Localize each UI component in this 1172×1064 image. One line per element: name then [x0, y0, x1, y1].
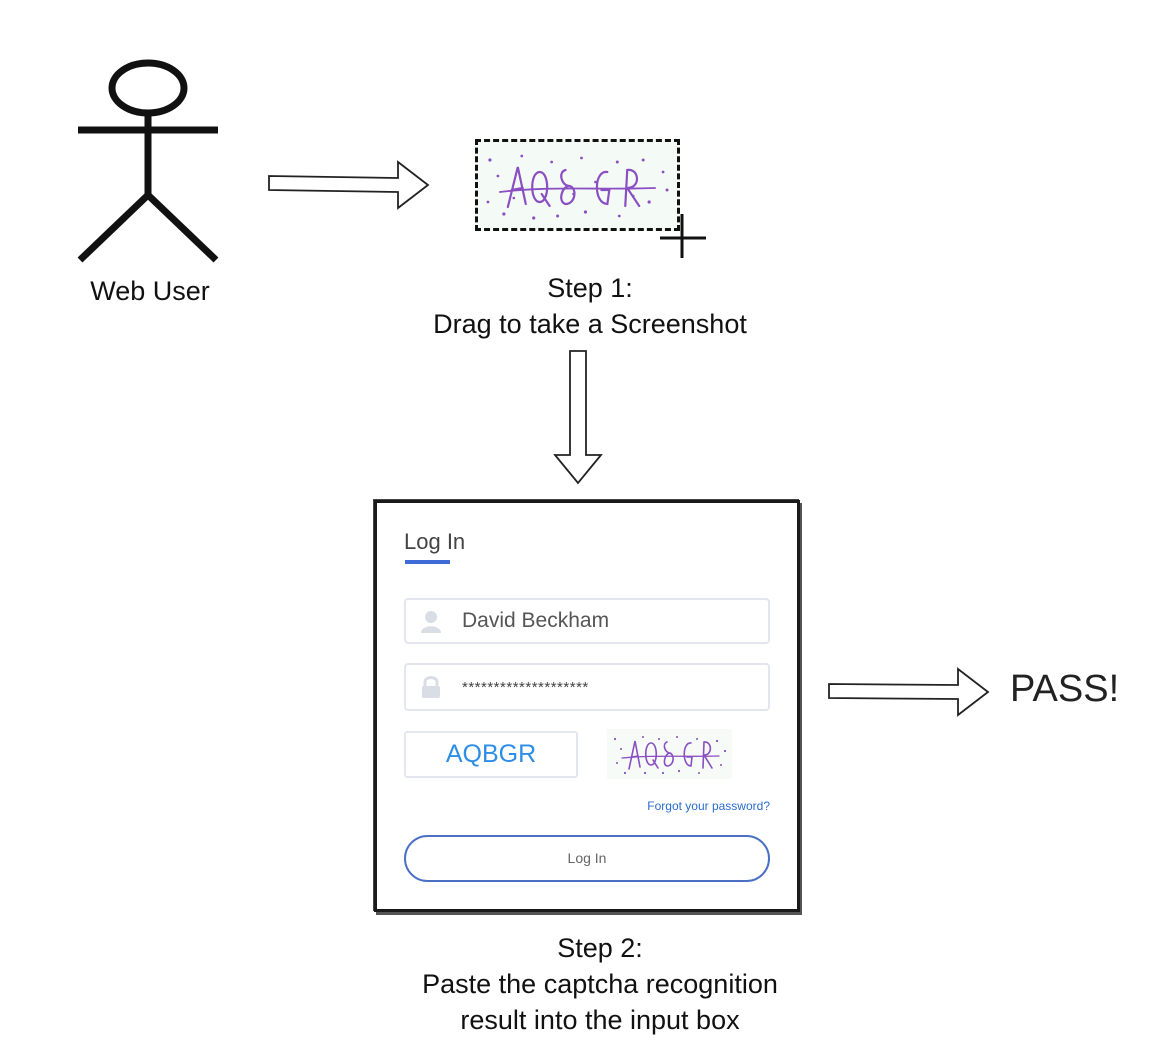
- username-input[interactable]: David Beckham: [404, 598, 770, 644]
- crosshair-cursor-icon: [660, 214, 706, 258]
- password-value: ********************: [462, 679, 589, 696]
- arrow-right-icon: [828, 667, 990, 717]
- password-input[interactable]: ********************: [404, 663, 770, 711]
- captcha-image[interactable]: [607, 729, 732, 779]
- step2-line1: Paste the captcha recognition: [422, 969, 778, 999]
- username-value: David Beckham: [462, 609, 610, 632]
- captcha-input[interactable]: AQBGR: [404, 731, 578, 778]
- step2-caption: Step 2: Paste the captcha recognition re…: [350, 930, 850, 1038]
- lock-icon: [422, 676, 440, 698]
- actor-label: Web User: [90, 276, 210, 306]
- user-icon: [421, 611, 441, 633]
- captcha-screenshot-image: [486, 154, 669, 220]
- screenshot-selection-area[interactable]: [475, 139, 680, 231]
- pass-result-label: PASS!: [1010, 668, 1120, 710]
- captcha-image-graphic: [613, 736, 727, 775]
- login-form-title[interactable]: Log In: [404, 529, 466, 554]
- step2-title: Step 2:: [557, 933, 643, 963]
- login-button[interactable]: Log In: [404, 835, 770, 882]
- step1-caption: Step 1: Drag to take a Screenshot: [380, 270, 800, 342]
- step2-line2: result into the input box: [460, 1005, 740, 1035]
- web-user-actor-icon: [77, 59, 219, 263]
- step1-description: Drag to take a Screenshot: [433, 309, 747, 339]
- arrow-down-icon: [553, 350, 603, 485]
- forgot-password-link[interactable]: Forgot your password?: [647, 799, 770, 813]
- login-tab-underline: [405, 560, 450, 564]
- step1-title: Step 1:: [547, 273, 633, 303]
- arrow-right-icon: [268, 160, 430, 210]
